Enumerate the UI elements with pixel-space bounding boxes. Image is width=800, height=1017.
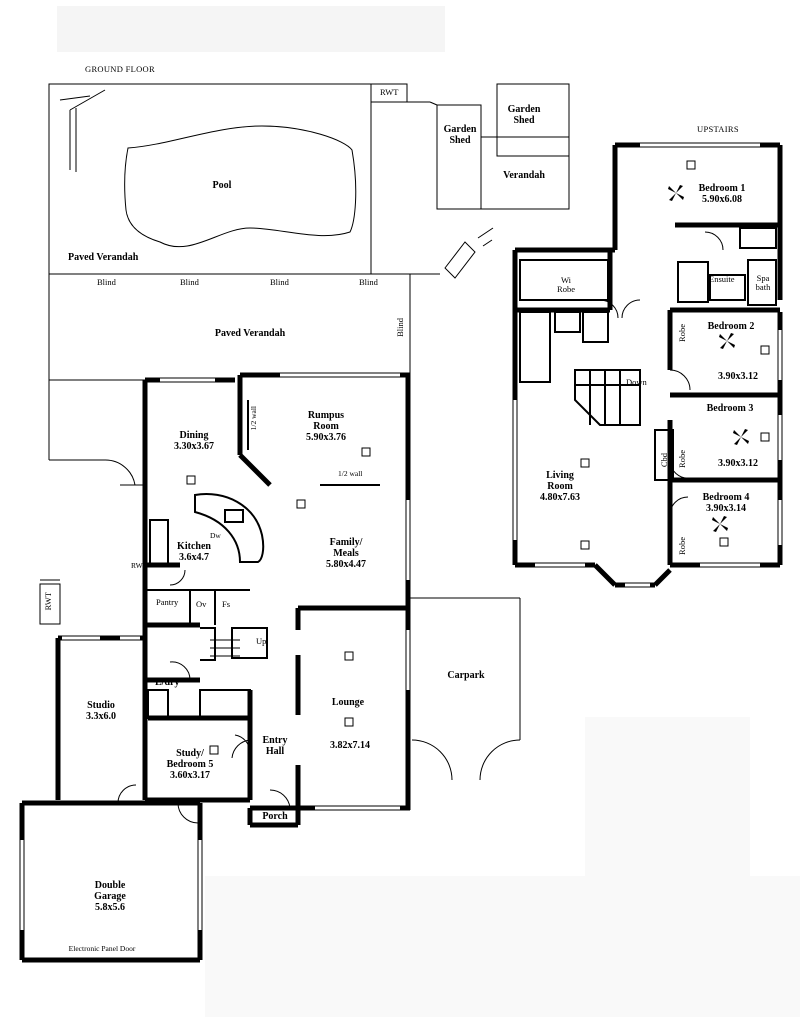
scan-haze — [57, 6, 445, 52]
blind-label: Blind — [180, 277, 199, 287]
outdoor-lines — [39, 83, 570, 808]
ground-floor-walls — [19, 372, 411, 963]
paved-verandah-label: Paved Verandah — [214, 328, 286, 339]
stairs-up-label: Up — [256, 636, 267, 646]
upstairs-doors — [599, 231, 724, 516]
porch-label: Porch — [262, 811, 288, 822]
dishwasher-label: Dw — [210, 531, 221, 540]
half-wall-label: 1/2 wall — [249, 406, 258, 431]
scan-haze — [585, 717, 750, 877]
rwt-label: RWT — [380, 87, 399, 97]
robe-label: Robe — [677, 450, 687, 468]
upstairs-heading: UPSTAIRS — [697, 124, 739, 134]
pool-label: Pool — [212, 180, 232, 191]
oven-label: Ov — [196, 599, 207, 609]
garage-door-label: Electronic Panel Door — [68, 944, 136, 953]
scan-haze — [205, 876, 800, 1017]
room-lounge: Lounge — [331, 697, 365, 708]
windows — [20, 143, 782, 930]
carpark-label: Carpark — [447, 670, 485, 681]
room-bedroom-2: Bedroom 2 — [707, 321, 755, 332]
stairs-down-label: Down — [626, 377, 647, 387]
verandah-label: Verandah — [503, 170, 545, 181]
room-laundry: L/dry — [155, 677, 180, 688]
room-bedroom-3: Bedroom 3 — [706, 403, 754, 414]
blind-label: Blind — [395, 318, 405, 337]
fridge-space-label: Fs — [222, 599, 231, 609]
blind-label: Blind — [359, 277, 378, 287]
fans — [668, 185, 749, 532]
half-wall-label: 1/2 wall — [338, 469, 363, 478]
ensuite-label: Ensuite — [709, 274, 735, 284]
light-fittings — [186, 160, 770, 755]
door-swings — [117, 569, 291, 824]
paved-verandah-label: Paved Verandah — [68, 252, 139, 263]
pantry-label: Pantry — [156, 597, 179, 607]
upstairs-walls — [512, 142, 783, 588]
blind-label: Blind — [270, 277, 289, 287]
upstairs-thin-walls — [519, 227, 777, 481]
ground-floor-thin-walls — [145, 400, 380, 719]
room-bedroom-3-size: 3.90x3.12 — [718, 458, 758, 469]
ground-floor-heading: GROUND FLOOR — [85, 64, 155, 74]
robe-label: Robe — [677, 324, 687, 342]
blind-label: Blind — [97, 277, 116, 287]
rwt-label: RWT — [43, 592, 53, 611]
robe-label: Robe — [677, 537, 687, 555]
rainwater-label: RW — [131, 561, 143, 570]
room-bedroom-2-size: 3.90x3.12 — [718, 371, 758, 382]
cupboard-label: Cbd — [659, 453, 669, 468]
room-lounge-size: 3.82x7.14 — [330, 740, 370, 751]
